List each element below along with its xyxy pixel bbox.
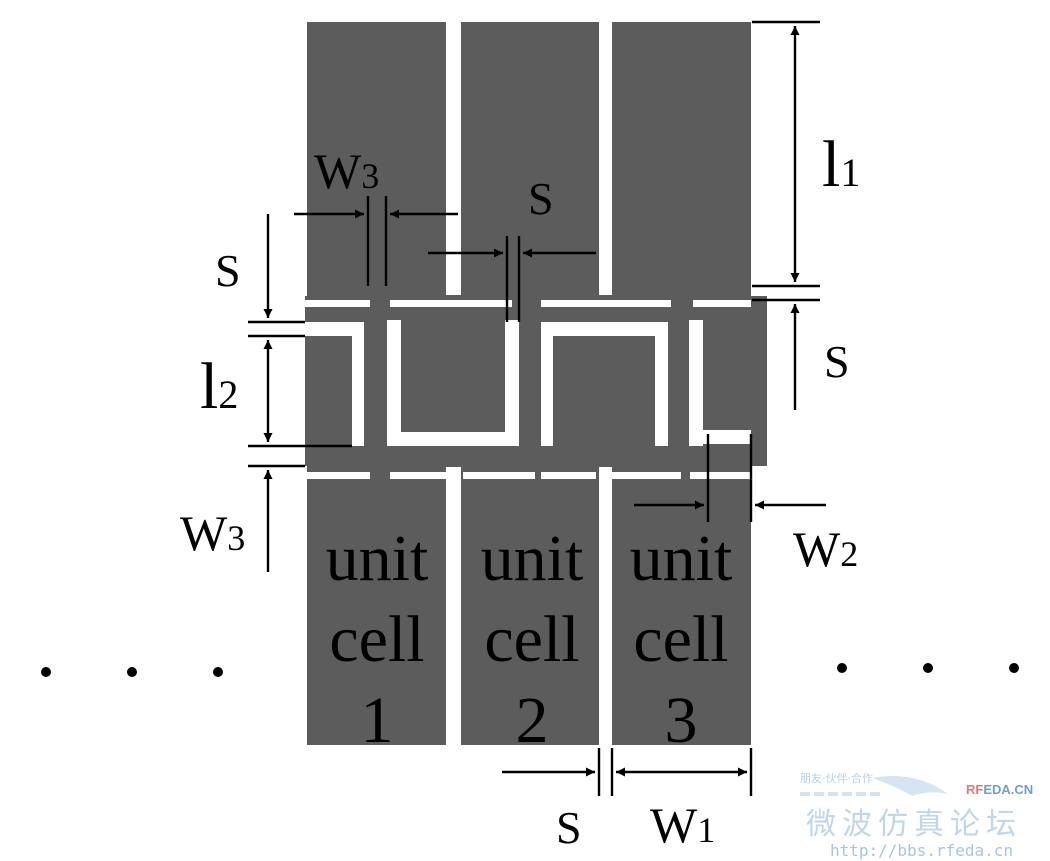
upper-strip-2 — [461, 22, 599, 286]
watermark-logo: RFEDA.CN — [966, 782, 1033, 797]
svg-text:1: 1 — [361, 684, 394, 757]
svg-text:cell: cell — [329, 603, 424, 676]
svg-text:2: 2 — [516, 684, 549, 757]
unit-cell-1-text: unit cell 1 — [326, 522, 429, 757]
dot-right-3 — [1009, 663, 1019, 673]
watermark-dashes — [800, 792, 880, 796]
upper-strip-3 — [612, 22, 751, 286]
watermark: 朋友·伙伴·合作 RFEDA.CN 微波仿真论坛 http://bbs.rfed… — [800, 771, 1033, 860]
svg-text:cell: cell — [484, 603, 579, 676]
label-s-right: S — [824, 336, 850, 387]
label-w2: W2 — [793, 521, 858, 577]
lower-strip-3 — [612, 482, 751, 745]
label-w1: W1 — [650, 797, 715, 853]
svg-text:cell: cell — [633, 603, 728, 676]
bird-logo-icon — [872, 776, 948, 796]
metal-pattern — [295, 22, 767, 745]
slot-pattern — [295, 286, 767, 482]
upper-strip-1 — [307, 22, 446, 286]
dot-left-1 — [41, 667, 51, 677]
dimension-lines — [248, 20, 826, 796]
watermark-tagline: 朋友·伙伴·合作 — [800, 771, 873, 785]
dot-left-3 — [213, 667, 223, 677]
label-w3-left: W3 — [180, 505, 245, 561]
label-s-top-mid: S — [528, 173, 554, 224]
svg-text:3: 3 — [665, 684, 698, 757]
label-s-bottom: S — [556, 802, 582, 853]
dot-right-1 — [837, 663, 847, 673]
dot-right-2 — [923, 663, 933, 673]
unit-cell-2-text: unit cell 2 — [481, 522, 584, 757]
label-l1: l1 — [822, 128, 860, 201]
continuation-dots — [41, 663, 1019, 677]
label-w3-top: W3 — [314, 143, 379, 199]
svg-text:unit: unit — [481, 522, 584, 595]
lower-strip-2 — [461, 482, 599, 745]
svg-text:unit: unit — [326, 522, 429, 595]
watermark-url: http://bbs.rfeda.cn — [830, 841, 1013, 860]
svg-text:unit: unit — [630, 522, 733, 595]
label-l2: l2 — [200, 350, 238, 423]
lower-strip-1 — [307, 482, 446, 745]
unit-cell-3-text: unit cell 3 — [630, 522, 733, 757]
label-s-top-left: S — [215, 245, 241, 296]
watermark-title: 微波仿真论坛 — [806, 807, 1022, 842]
meander-region — [295, 286, 767, 482]
dot-left-2 — [127, 667, 137, 677]
